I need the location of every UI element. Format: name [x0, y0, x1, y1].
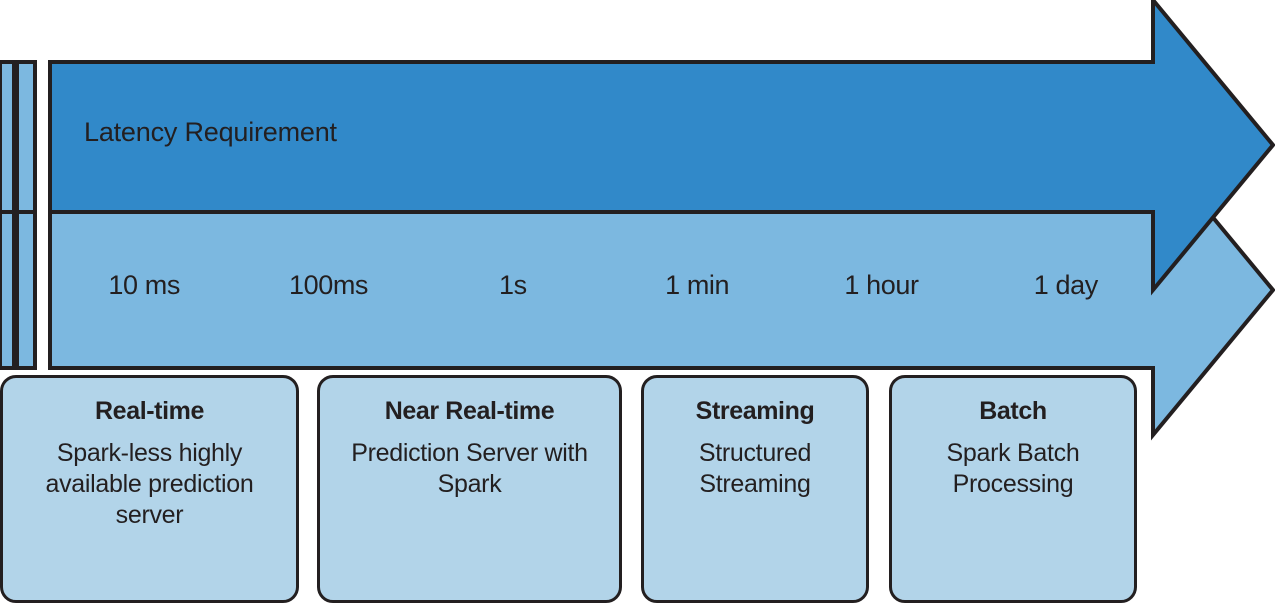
category-title: Batch: [979, 397, 1047, 425]
latency-tick-row: 10 ms 100ms 1s 1 min 1 hour 1 day: [52, 270, 1158, 300]
category-box-streaming: Streaming Structured Streaming: [641, 375, 869, 603]
leading-tick-bar-1: [0, 60, 16, 370]
dark-arrow-shape: [48, 0, 1275, 296]
category-title: Near Real-time: [384, 397, 555, 425]
category-title: Streaming: [695, 397, 815, 425]
category-description: Structured Streaming: [698, 439, 812, 498]
category-box-near-real-time: Near Real-time Prediction Server with Sp…: [317, 375, 622, 603]
tick-1s: 1s: [498, 270, 527, 300]
category-description: Prediction Server with Spark: [351, 439, 588, 498]
category-box-row: Real-time Spark-less highly available pr…: [0, 375, 1275, 603]
tick-10ms: 10 ms: [108, 270, 180, 300]
category-box-real-time: Real-time Spark-less highly available pr…: [0, 375, 299, 603]
category-box-batch: Batch Spark Batch Processing: [889, 375, 1137, 603]
tick-1min: 1 min: [665, 270, 730, 300]
axis-label: Latency Requirement: [84, 117, 337, 147]
category-title: Real-time: [95, 397, 204, 425]
category-description: Spark-less highly available prediction s…: [45, 439, 254, 529]
category-description: Spark Batch Processing: [946, 439, 1080, 498]
tick-100ms: 100ms: [288, 270, 369, 300]
tick-1day: 1 day: [1033, 270, 1098, 300]
leading-tick-bar-2: [15, 60, 37, 370]
tick-1hour: 1 hour: [844, 270, 919, 300]
